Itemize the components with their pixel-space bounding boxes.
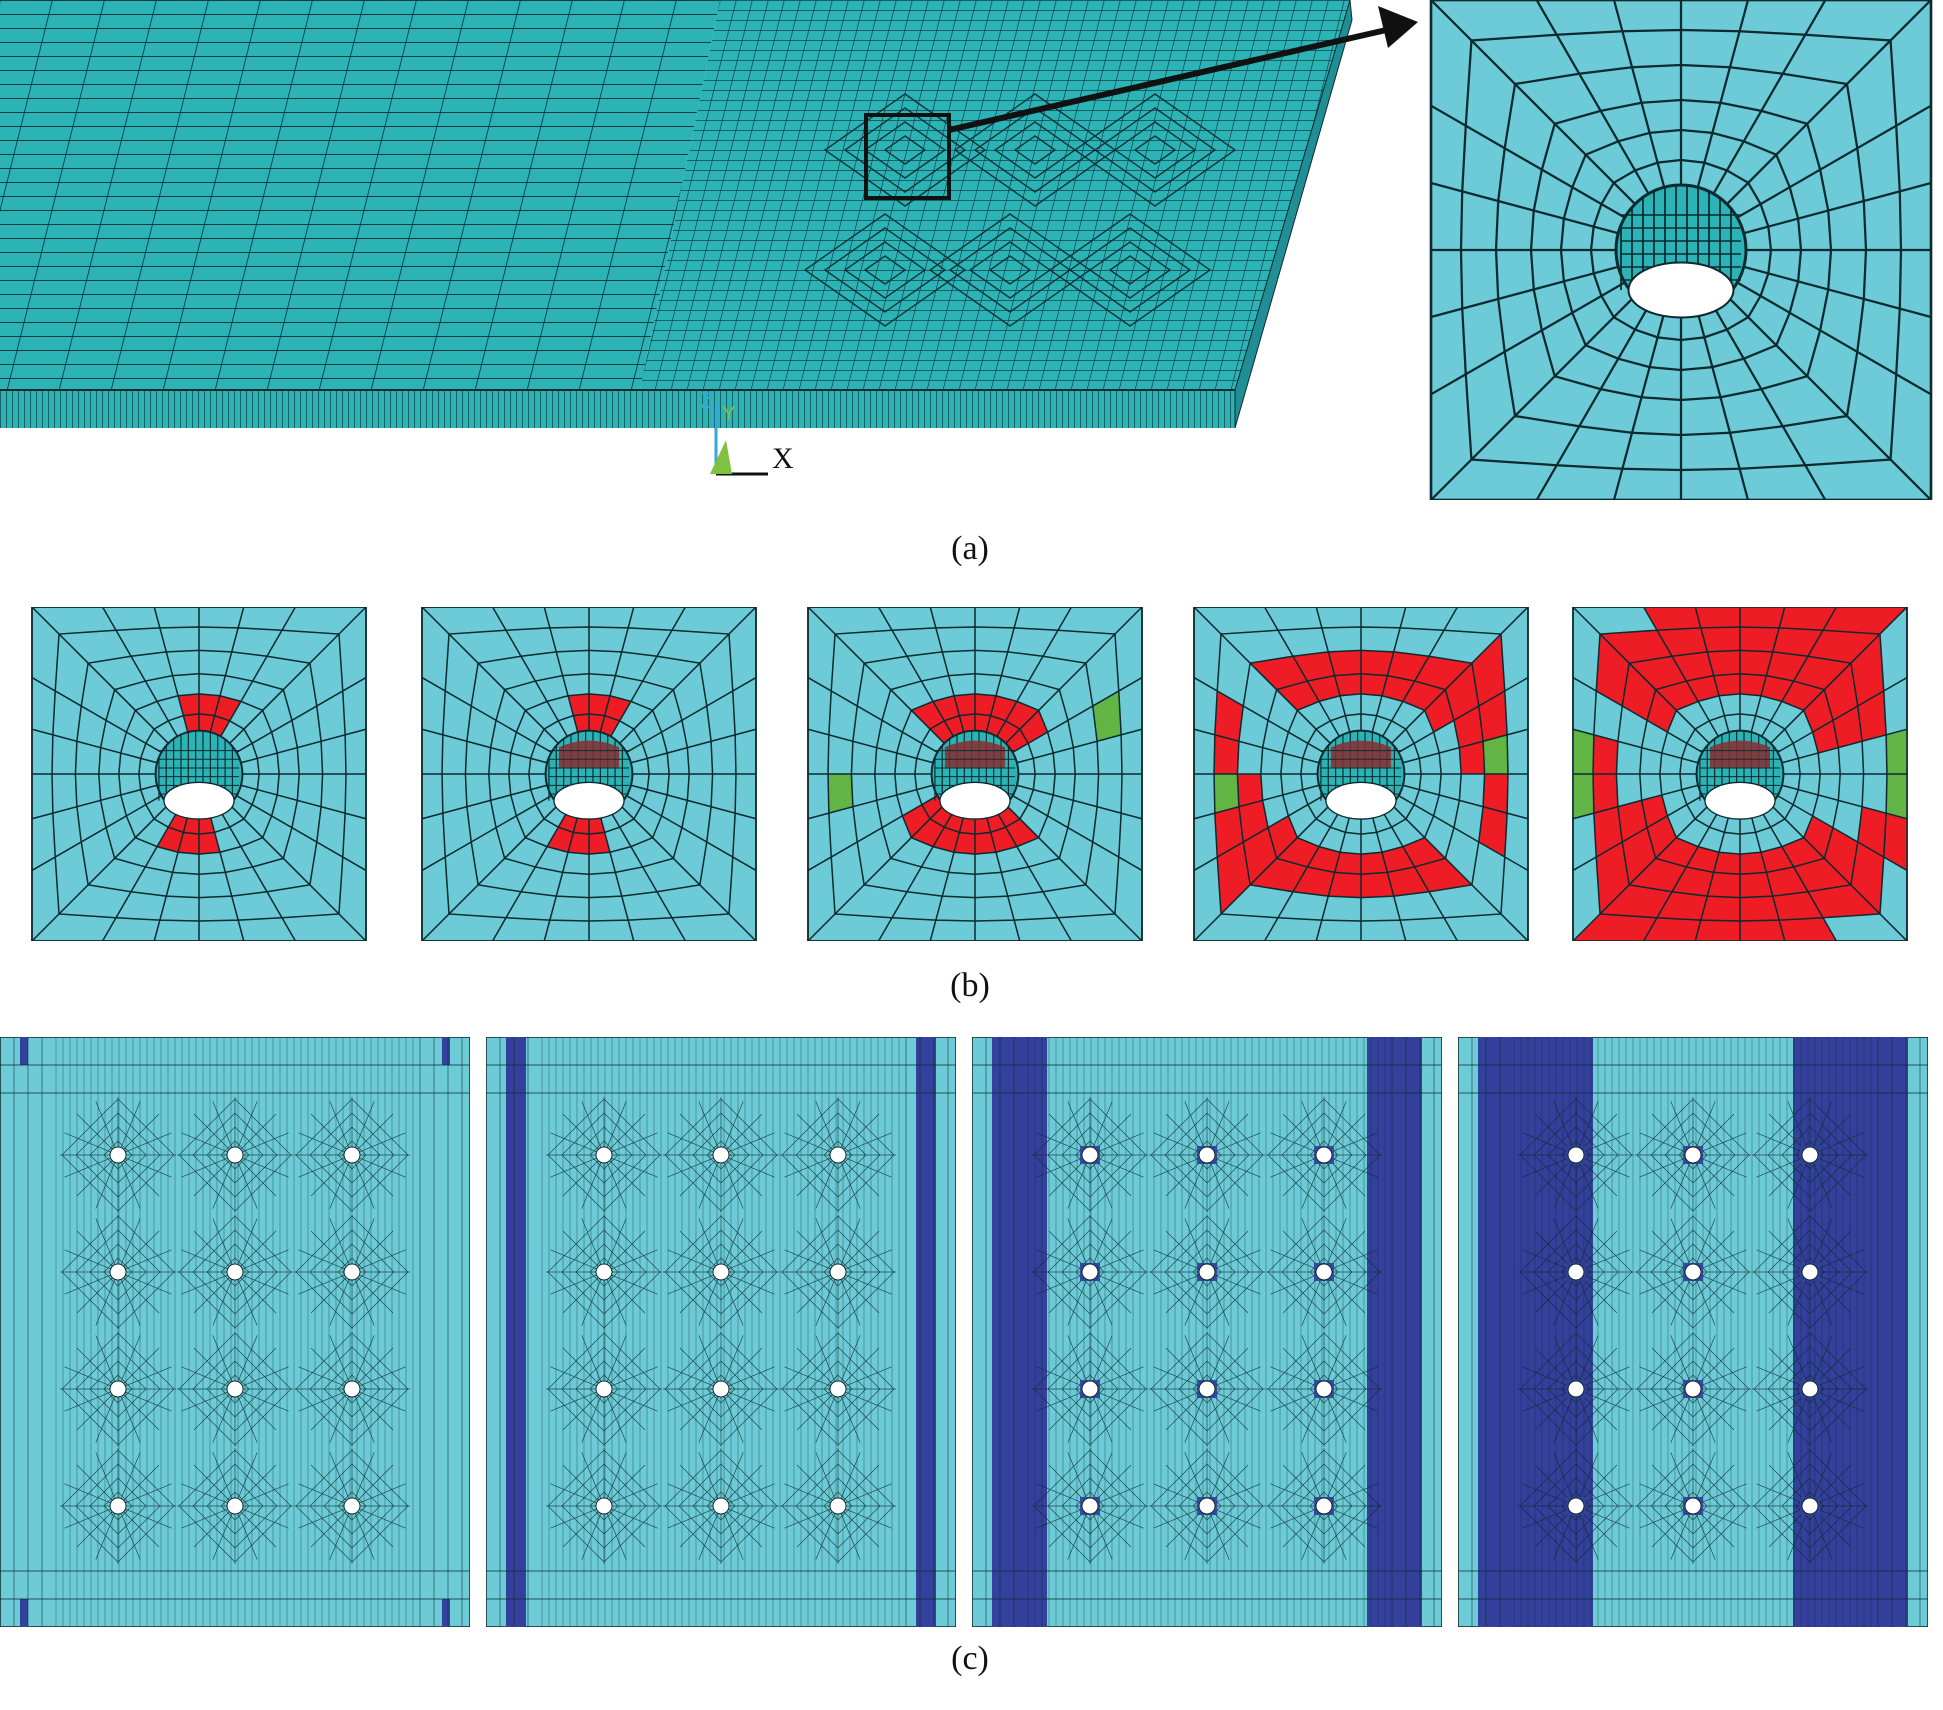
panel-a: Z Y X <box>0 0 1943 520</box>
stage-b-2 <box>421 607 757 941</box>
stage-c-4 <box>1458 1037 1928 1627</box>
plate-end-face <box>1234 0 1353 429</box>
plate-side-face <box>0 390 1235 428</box>
axis-x-label: X <box>772 442 794 475</box>
caption-a: (a) <box>951 530 989 567</box>
plate-refined-mesh <box>640 0 1350 390</box>
stage-b-3 <box>807 607 1143 941</box>
stage-c-3 <box>972 1037 1442 1627</box>
axis-triad <box>710 404 768 476</box>
detail-selection-box <box>864 113 951 200</box>
hole-region-overlay <box>803 93 1237 327</box>
arrow-head-icon <box>1378 6 1418 48</box>
panel-b <box>0 607 1943 947</box>
axis-y-label: Y <box>722 403 735 425</box>
stage-b-4 <box>1193 607 1529 941</box>
stage-c-2 <box>486 1037 956 1627</box>
caption-c: (c) <box>951 1640 989 1677</box>
panel-c <box>0 1037 1943 1631</box>
plate-coarse-mesh <box>0 0 720 390</box>
stage-c-1 <box>0 1037 470 1627</box>
zoom-pointer-arrow <box>948 25 1396 133</box>
caption-b: (b) <box>950 967 990 1004</box>
stage-b-1 <box>31 607 367 941</box>
panel-a-figure: Z Y X <box>0 0 1418 476</box>
axis-z-label: Z <box>700 388 713 413</box>
zoom-hole-view <box>1429 0 1933 500</box>
stage-b-5 <box>1572 607 1908 941</box>
